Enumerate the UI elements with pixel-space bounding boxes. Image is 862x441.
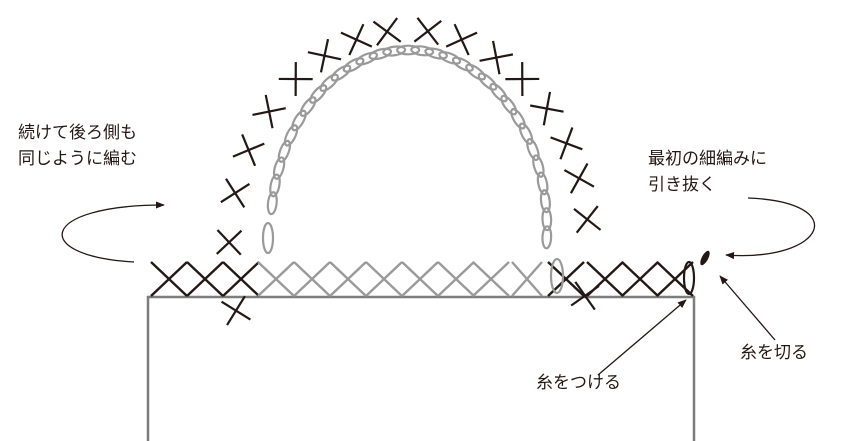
chain-stitch: [269, 173, 281, 198]
arch-sc-stitch: [307, 38, 342, 73]
chain-stitch: [424, 47, 448, 60]
continue-instruction-line2: 同じように編む: [18, 149, 137, 169]
arch-sc-stitch: [479, 40, 514, 75]
slip-stitch-instruction-line2: 引き抜く: [648, 175, 716, 195]
base-sc-stitch: [621, 261, 659, 297]
attach-yarn-loop: [682, 260, 696, 296]
chain-stitch: [410, 45, 435, 57]
chain-stitch: [536, 171, 549, 196]
slip-stitch-instruction-line1: 最初の細編みに: [648, 149, 767, 169]
base-sc-stitch: [293, 261, 331, 297]
chain-stitch: [541, 207, 553, 232]
base-sc-stitch: [511, 261, 543, 297]
base-sc-stitch: [150, 261, 188, 297]
chain-stitch: [283, 124, 299, 147]
base-sc-stitch: [365, 261, 403, 297]
base-sc-stitch: [472, 261, 510, 297]
continue-instruction: 続けて後ろ側も 同じように編む: [18, 120, 137, 172]
chain-stitch: [539, 189, 551, 214]
chain-stitch: [396, 44, 421, 56]
chain-stitch: [319, 73, 339, 92]
attach-yarn-label: 糸をつける: [536, 373, 621, 393]
base-sc-stitch: [222, 261, 260, 297]
arch-sc-stitch: [445, 23, 478, 56]
base-sc-stitch: [186, 261, 224, 297]
base-sc-stitch: [329, 261, 367, 297]
arch-sc-stitch: [220, 178, 251, 208]
chain-stitch: [541, 225, 553, 250]
chain-stitch: [489, 82, 508, 103]
base-stitch-row: [150, 261, 694, 297]
base-sc-stitch: [401, 261, 439, 297]
continue-instruction-line1: 続けて後ろ側も: [18, 123, 137, 143]
arch-sc-stitch: [372, 17, 402, 46]
arch-sc-stitch: [220, 295, 251, 326]
arch-sc-stitch: [550, 127, 583, 160]
chain-stitch: [368, 47, 393, 61]
chain-stitch: [510, 108, 526, 130]
arch-sc-stitch: [340, 23, 373, 56]
base-sc-stitch: [437, 261, 475, 297]
arch-left-end-loop: [261, 221, 275, 255]
chain-stitch: [477, 72, 498, 91]
chain-stitch: [526, 138, 540, 161]
attach-yarn-pointer: [597, 299, 687, 376]
continue-back-arrow: [61, 201, 165, 263]
chain-stitch: [355, 51, 379, 66]
arch-sc-stitch: [232, 134, 265, 167]
slip-stitch-instruction: 最初の細編みに 引き抜く: [648, 146, 767, 198]
chain-stitch: [438, 51, 462, 65]
base-sc-stitch: [656, 261, 694, 297]
chain-stitch: [451, 56, 474, 72]
arch-sc-stitch: [530, 91, 564, 126]
cut-yarn-pointer: [719, 275, 776, 341]
arch-sc-stitch: [252, 94, 286, 129]
arch-sc-stitch: [278, 62, 313, 97]
chain-stitch: [342, 57, 365, 73]
chain-stitch: [518, 122, 534, 145]
chain-stitch-arch: [266, 44, 553, 250]
arch-right-base-loop: [549, 257, 565, 295]
handle-arch-stitches: [216, 17, 602, 326]
arch-sc-stitch: [570, 281, 600, 311]
arch-sc-stitch: [573, 205, 602, 234]
chain-stitch: [272, 156, 286, 180]
base-sc-stitch: [257, 261, 295, 297]
chain-stitch: [465, 63, 487, 81]
cut-yarn-end: [700, 250, 710, 266]
cut-yarn-label: 糸を切る: [740, 343, 808, 363]
chain-stitch: [277, 139, 292, 163]
chain-stitch: [299, 96, 317, 117]
arch-sc-stitch: [413, 17, 442, 46]
chain-stitch: [382, 45, 407, 57]
chain-stitch: [330, 64, 352, 82]
arch-sc-stitch: [505, 62, 540, 97]
chain-stitch: [266, 191, 278, 216]
chain-stitch: [500, 94, 518, 116]
chain-stitch: [291, 109, 307, 132]
arch-sc-stitch: [563, 163, 595, 194]
chain-stitch: [532, 154, 545, 178]
arch-sc-stitch: [216, 229, 243, 256]
fabric-body-outline: [146, 295, 696, 441]
slip-stitch-arrow: [725, 197, 815, 260]
chain-stitch: [309, 84, 328, 104]
